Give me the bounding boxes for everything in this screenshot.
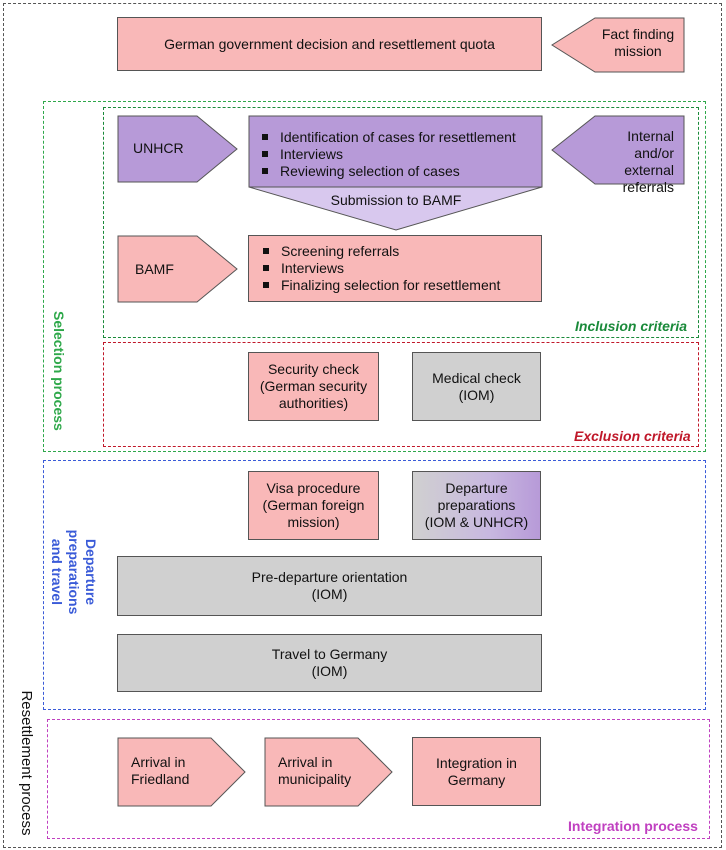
government-decision-box: German government decision and resettlem… [117, 17, 542, 71]
fact-finding-line-2: mission [614, 43, 662, 59]
friedland-line-2: Friedland [131, 771, 190, 787]
travel-line-2: (IOM) [311, 663, 348, 679]
fact-finding-line-1: Fact finding [601, 26, 675, 42]
integration-germany-line-1: Integration in [436, 754, 517, 771]
visa-procedure-line-2: (German foreign [262, 497, 365, 513]
selection-process-frame [43, 101, 706, 452]
visa-procedure-line-1: Visa procedure [266, 480, 361, 496]
departure-label-line-2: and travel [49, 538, 65, 606]
arrival-friedland-label: Arrival in Friedland [131, 754, 189, 788]
unhcr-activities-shape [248, 115, 543, 231]
unhcr-activity-item: Interviews [258, 146, 542, 163]
arrival-municipality-label: Arrival in municipality [278, 754, 351, 788]
security-check-line-2: (German security [259, 378, 368, 394]
referrals-label: Internal and/or external referrals [582, 128, 674, 196]
referrals-shape [551, 115, 685, 185]
departure-label-line-1: Departure preparations [66, 529, 99, 615]
pre-departure-orientation-box: Pre-departure orientation (IOM) [117, 556, 542, 616]
travel-line-1: Travel to Germany [271, 646, 388, 662]
unhcr-arrow-shape [117, 115, 238, 183]
orientation-line-2: (IOM) [311, 586, 348, 602]
integration-process-label: Integration process [568, 818, 698, 834]
unhcr-activities-list: Identification of cases for resettlement… [258, 129, 542, 180]
exclusion-criteria-frame [103, 342, 699, 447]
security-check-line-3: authorities) [278, 395, 349, 411]
unhcr-label: UNHCR [133, 140, 184, 156]
exclusion-criteria-label: Exclusion criteria [574, 428, 691, 444]
inclusion-criteria-label: Inclusion criteria [575, 318, 688, 334]
submission-to-bamf-label: Submission to BAMF [330, 192, 462, 208]
unhcr-activity-item: Identification of cases for resettlement [258, 129, 542, 146]
visa-procedure-line-3: mission) [287, 514, 340, 530]
selection-process-label: Selection process [51, 311, 67, 431]
travel-to-germany-box: Travel to Germany (IOM) [117, 634, 542, 692]
security-check-box: Security check (German security authorit… [248, 352, 379, 421]
integration-germany-line-2: Germany [447, 771, 506, 788]
fact-finding-mission-shape [551, 17, 685, 73]
bamf-activities-box: Screening referrals Interviews Finalizin… [248, 235, 542, 302]
arrival-municipality-shape [264, 737, 393, 807]
friedland-line-1: Arrival in [131, 754, 186, 770]
municipality-line-1: Arrival in [278, 754, 333, 770]
bamf-activity-item: Finalizing selection for resettlement [259, 277, 500, 294]
bamf-activity-item: Screening referrals [259, 243, 500, 260]
resettlement-process-frame [3, 3, 722, 848]
municipality-line-2: municipality [278, 771, 352, 787]
referrals-line-1: Internal [627, 128, 674, 144]
inclusion-criteria-frame [103, 107, 699, 338]
government-decision-text: German government decision and resettlem… [164, 35, 495, 52]
referrals-line-3: referrals [622, 179, 674, 195]
bamf-arrow-shape [117, 235, 238, 303]
medical-check-line-1: Medical check [432, 369, 521, 386]
unhcr-activity-item: Reviewing selection of cases [258, 163, 542, 180]
medical-check-line-2: (IOM) [458, 386, 495, 403]
medical-check-box: Medical check (IOM) [412, 352, 541, 421]
visa-procedure-box: Visa procedure (German foreign mission) [248, 471, 379, 540]
arrival-friedland-shape [117, 737, 246, 807]
departure-process-label: Departure preparations and travel [49, 497, 99, 647]
security-check-line-1: Security check [267, 361, 360, 377]
bamf-activity-item: Interviews [259, 260, 500, 277]
departure-preparations-box: Departure preparations (IOM & UNHCR) [412, 471, 541, 540]
orientation-line-1: Pre-departure orientation [251, 569, 408, 585]
departure-preparations-line-1: Departure [445, 480, 508, 496]
departure-process-frame [43, 460, 706, 710]
bamf-label: BAMF [135, 261, 174, 277]
departure-preparations-line-3: (IOM & UNHCR) [424, 514, 529, 530]
bamf-activities-list: Screening referrals Interviews Finalizin… [259, 243, 500, 294]
departure-preparations-line-2: preparations [437, 497, 516, 513]
fact-finding-mission-label: Fact finding mission [593, 26, 683, 60]
integration-germany-box: Integration in Germany [412, 737, 541, 806]
integration-process-frame [47, 719, 710, 839]
referrals-line-2: and/or external [624, 145, 674, 178]
resettlement-process-label: Resettlement process [18, 690, 35, 836]
